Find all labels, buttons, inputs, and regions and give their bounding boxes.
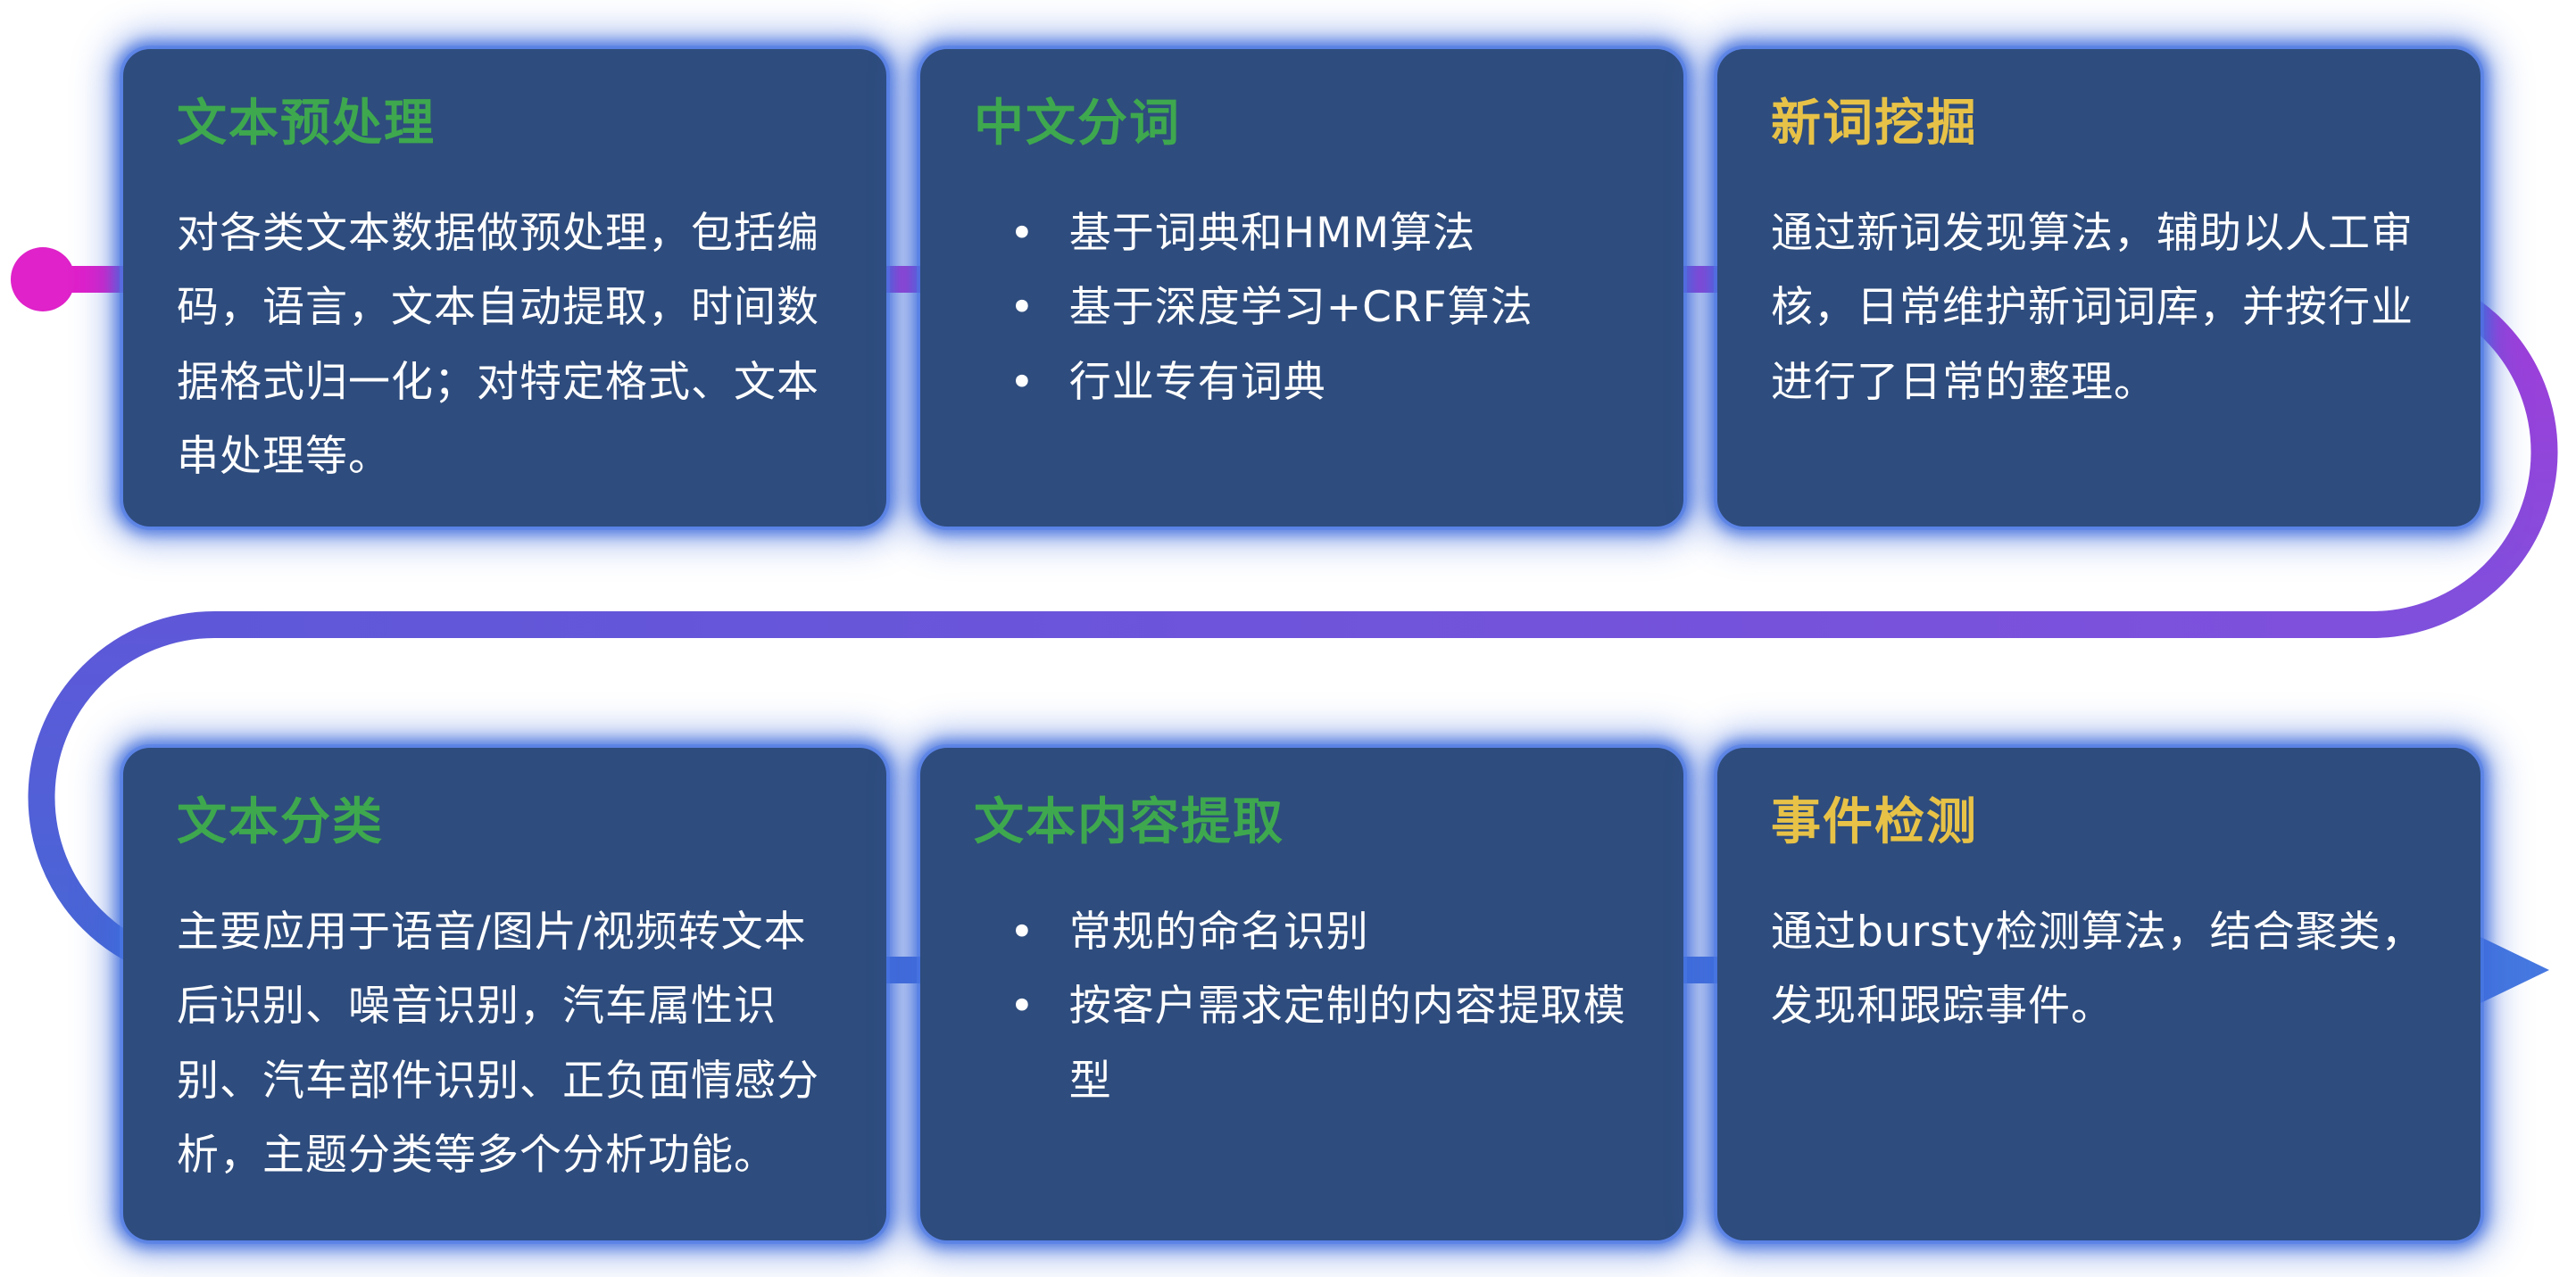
- card-event-detection: 事件检测 通过bursty检测算法，结合聚类，发现和跟踪事件。: [1717, 748, 2480, 1240]
- card-title: 文本分类: [177, 793, 384, 851]
- bullet-item: 按客户需求定制的内容提取模型: [1010, 969, 1630, 1117]
- card-text-classification: 文本分类 主要应用于语音/图片/视频转文本后识别、噪音识别，汽车属性识别、汽车部…: [123, 748, 886, 1240]
- card-title: 事件检测: [1771, 793, 1978, 851]
- card-title: 新词挖掘: [1771, 95, 1978, 153]
- card-title: 文本内容提取: [974, 793, 1284, 851]
- card-chinese-word-segmentation: 中文分词 基于词典和HMM算法基于深度学习+CRF算法行业专有词典: [920, 49, 1683, 527]
- card-title: 中文分词: [974, 95, 1181, 153]
- card-text-preprocessing: 文本预处理 对各类文本数据做预处理，包括编码，语言，文本自动提取，时间数据格式归…: [123, 49, 886, 527]
- bullet-item: 常规的命名识别: [1010, 895, 1630, 969]
- bullet-item: 行业专有词典: [1010, 345, 1630, 419]
- card-bullet-list: 常规的命名识别按客户需求定制的内容提取模型: [974, 895, 1630, 1118]
- card-bullet-list: 基于词典和HMM算法基于深度学习+CRF算法行业专有词典: [974, 196, 1630, 419]
- card-new-word-mining: 新词挖掘 通过新词发现算法，辅助以人工审核，日常维护新词词库，并按行业进行了日常…: [1717, 49, 2480, 527]
- card-body: 对各类文本数据做预处理，包括编码，语言，文本自动提取，时间数据格式归一化；对特定…: [177, 209, 819, 481]
- card-body: 通过新词发现算法，辅助以人工审核，日常维护新词词库，并按行业进行了日常的整理。: [1771, 209, 2414, 407]
- flow-start-dot-icon: [11, 247, 75, 311]
- card-title: 文本预处理: [177, 95, 436, 153]
- bullet-item: 基于词典和HMM算法: [1010, 196, 1630, 270]
- card-body: 主要应用于语音/图片/视频转文本后识别、噪音识别，汽车属性识别、汽车部件识别、正…: [177, 908, 819, 1180]
- card-body: 通过bursty检测算法，结合聚类，发现和跟踪事件。: [1771, 908, 2424, 1032]
- bullet-item: 基于深度学习+CRF算法: [1010, 270, 1630, 344]
- card-text-content-extraction: 文本内容提取 常规的命名识别按客户需求定制的内容提取模型: [920, 748, 1683, 1240]
